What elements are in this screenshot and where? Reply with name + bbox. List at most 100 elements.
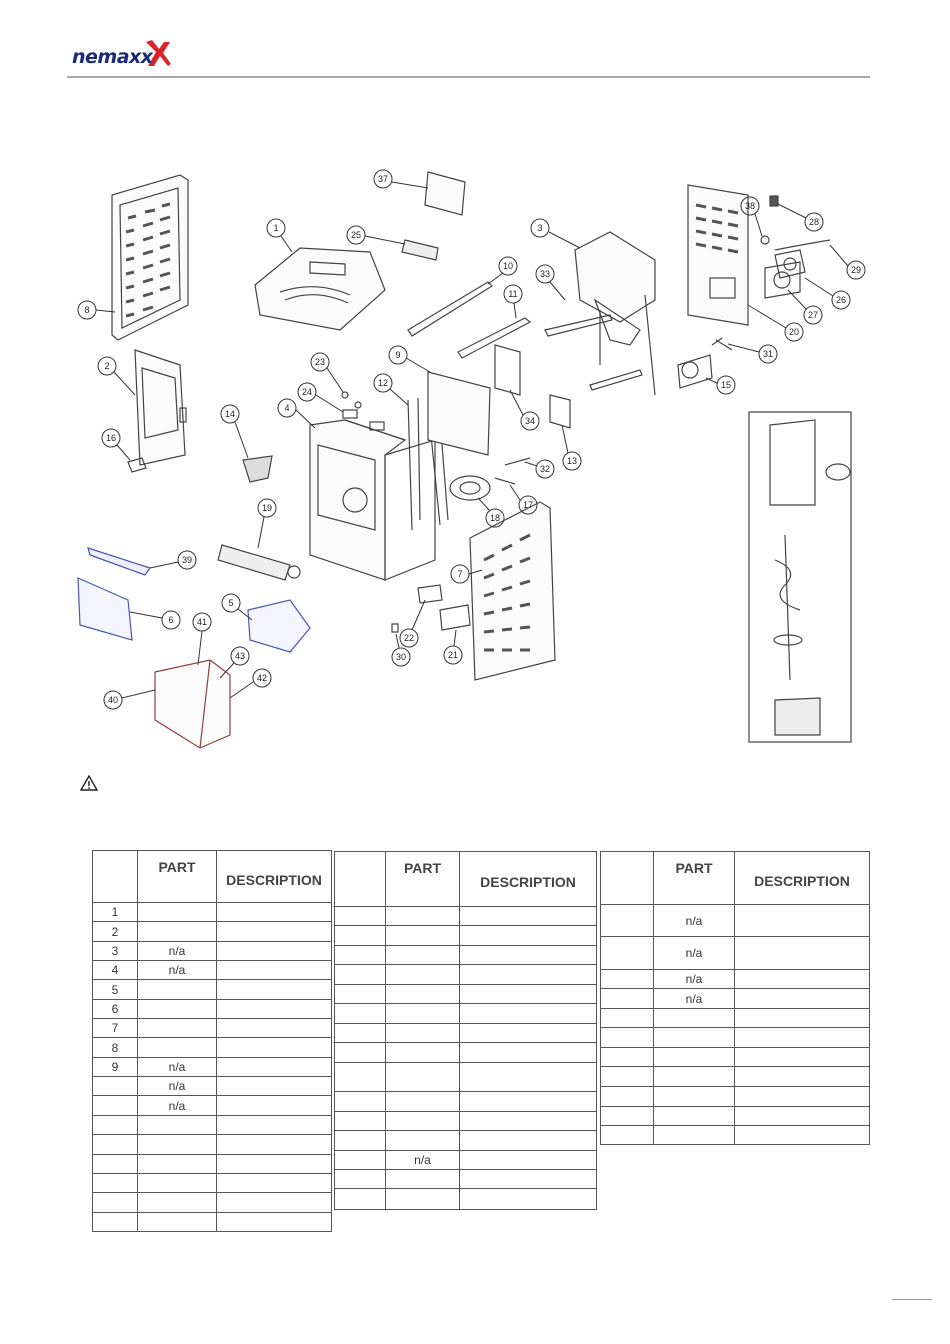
callout-14 (220, 404, 249, 459)
table-row (334, 1188, 597, 1210)
callout-number: 33 (540, 269, 550, 279)
cell-number (600, 1086, 654, 1107)
part-main-body (309, 419, 436, 581)
callout-4 (277, 398, 316, 429)
cell-description (216, 1212, 332, 1232)
cell-part (385, 964, 460, 985)
callout-number: 22 (404, 633, 414, 643)
table-row: n/a (92, 1095, 332, 1116)
cell-description (216, 1037, 332, 1058)
cell-description (216, 902, 332, 922)
cell-description (459, 1169, 597, 1189)
table-row (334, 945, 597, 965)
table-row (334, 1130, 597, 1151)
cell-part: n/a (137, 1095, 217, 1116)
table-row (334, 1042, 597, 1063)
callout-16 (101, 428, 131, 461)
cell-number (334, 925, 386, 946)
part-handle (127, 457, 147, 473)
callout-2 (97, 356, 136, 396)
header-number (600, 851, 654, 905)
cell-description (216, 1154, 332, 1174)
cell-number (334, 1111, 386, 1131)
cell-part: n/a (137, 1057, 217, 1077)
cell-description (459, 1188, 597, 1210)
callout-6 (129, 610, 181, 630)
callout-34 (509, 389, 540, 431)
header-number (334, 851, 386, 907)
callout-11 (503, 284, 523, 319)
table-row (600, 1008, 870, 1028)
cell-part: n/a (653, 988, 735, 1009)
table-row: 7 (92, 1018, 332, 1038)
table-row: n/a (92, 1076, 332, 1096)
cell-number (92, 1134, 138, 1155)
table-row (334, 1023, 597, 1043)
cell-description (459, 906, 597, 926)
cell-number (92, 1192, 138, 1213)
callout-number: 43 (235, 651, 245, 661)
cell-number (92, 1095, 138, 1116)
callout-5 (221, 593, 253, 621)
table-row (334, 1169, 597, 1189)
cell-part (385, 906, 460, 926)
table-row (92, 1115, 332, 1135)
cell-part (653, 1047, 735, 1067)
part-rear-panel (687, 184, 749, 326)
part-bracket-11 (457, 317, 532, 359)
callout-number: 2 (104, 361, 109, 371)
cell-part (385, 925, 460, 946)
cell-description (459, 1023, 597, 1043)
part-fan (449, 475, 491, 501)
callout-number: 16 (106, 433, 116, 443)
table-row (600, 1047, 870, 1067)
table-row (334, 1003, 597, 1024)
part-9 (427, 371, 491, 456)
cell-number (92, 1076, 138, 1096)
cell-description (459, 1091, 597, 1112)
callout-17 (509, 484, 538, 515)
table-row (600, 1027, 870, 1048)
cell-number: 6 (92, 999, 138, 1019)
cell-description (216, 1057, 332, 1077)
table-row (334, 925, 597, 946)
table-row: n/a (600, 988, 870, 1009)
part-door (134, 349, 187, 466)
cell-part (653, 1086, 735, 1107)
cell-part (385, 1003, 460, 1024)
callout-28 (777, 203, 824, 232)
cell-number: 4 (92, 960, 138, 980)
cell-description (459, 984, 597, 1004)
table-row (334, 1091, 597, 1112)
callout-number: 13 (567, 456, 577, 466)
cell-part (137, 1192, 217, 1213)
cell-number (334, 964, 386, 985)
cell-number (600, 1008, 654, 1028)
cell-description (216, 1095, 332, 1116)
part-hopper (544, 231, 656, 396)
callout-number: 40 (108, 695, 118, 705)
callout-number: 4 (284, 403, 289, 413)
table-row (334, 1111, 597, 1131)
callout-25 (346, 225, 406, 245)
callout-number: 32 (540, 464, 550, 474)
cell-part (653, 1066, 735, 1087)
callout-30 (391, 633, 411, 667)
cell-description (216, 921, 332, 942)
callout-number: 26 (836, 295, 846, 305)
part-28 (769, 195, 779, 207)
table-row (92, 1154, 332, 1174)
callout-number: 21 (448, 650, 458, 660)
callout-number: 38 (745, 201, 755, 211)
cell-number (334, 1091, 386, 1112)
callout-number: 15 (721, 380, 731, 390)
callout-number: 5 (228, 598, 233, 608)
part-14 (242, 455, 273, 483)
part-display-panel (401, 239, 439, 261)
page-number-mark (892, 1299, 932, 1300)
cell-number (92, 1173, 138, 1193)
callout-7 (450, 564, 483, 584)
